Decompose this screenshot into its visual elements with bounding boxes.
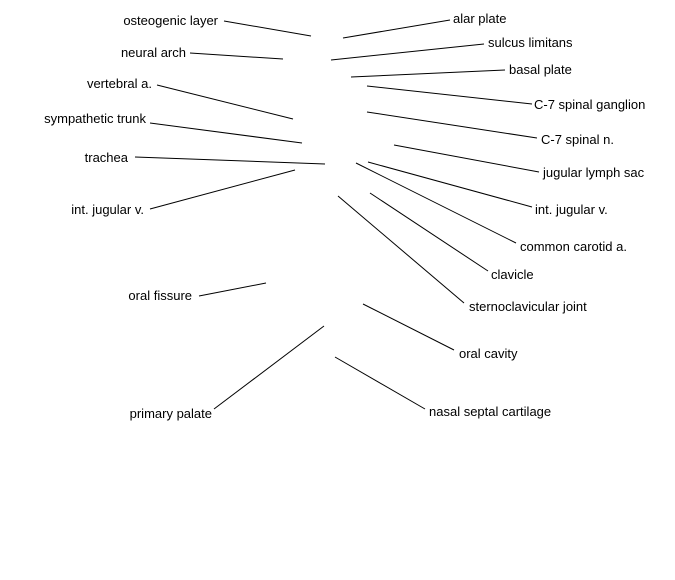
leader-jugular-lymph-sac — [393, 144, 540, 173]
leader-primary-palate — [213, 325, 325, 410]
label-sympathetic-trunk: sympathetic trunk — [44, 111, 146, 126]
leader-c7-spinal-ganglion — [366, 85, 533, 105]
leader-int-jugular-v-right — [367, 161, 533, 208]
leader-trachea — [134, 156, 326, 165]
leader-oral-cavity — [362, 303, 455, 351]
label-nasal-septal-cartilage: nasal septal cartilage — [429, 404, 551, 419]
label-trachea: trachea — [85, 150, 129, 165]
label-sternoclavicular-joint: sternoclavicular joint — [469, 299, 587, 314]
label-c7-spinal-ganglion: C-7 spinal ganglion — [534, 97, 645, 112]
leader-sternoclavicular-joint — [337, 195, 465, 304]
label-c7-spinal-n: C-7 spinal n. — [541, 132, 614, 147]
leader-nasal-septal-cartilage — [334, 356, 426, 410]
label-oral-cavity: oral cavity — [459, 346, 518, 361]
label-oral-fissure: oral fissure — [128, 288, 192, 303]
leader-vertebral-a — [156, 84, 294, 120]
labels-right: alar plate sulcus limitans basal plate C… — [429, 11, 645, 419]
label-int-jugular-v-right: int. jugular v. — [535, 202, 608, 217]
label-osteogenic-layer: osteogenic layer — [123, 13, 218, 28]
leader-basal-plate — [350, 69, 506, 78]
label-alar-plate: alar plate — [453, 11, 506, 26]
leader-c7-spinal-n — [366, 111, 538, 139]
leader-neural-arch — [189, 52, 284, 60]
labels-left: osteogenic layer neural arch vertebral a… — [44, 13, 219, 421]
label-neural-arch: neural arch — [121, 45, 186, 60]
label-jugular-lymph-sac: jugular lymph sac — [542, 165, 645, 180]
leader-lines — [134, 19, 540, 410]
leader-sulcus-limitans — [330, 43, 485, 61]
leader-alar-plate — [342, 19, 451, 39]
label-common-carotid-a: common carotid a. — [520, 239, 627, 254]
label-clavicle: clavicle — [491, 267, 534, 282]
leader-clavicle — [369, 192, 489, 272]
label-basal-plate: basal plate — [509, 62, 572, 77]
leader-int-jugular-v-left — [149, 169, 296, 210]
label-sulcus-limitans: sulcus limitans — [488, 35, 573, 50]
leader-common-carotid-a — [355, 162, 517, 244]
leader-oral-fissure — [198, 282, 267, 297]
label-vertebral-a: vertebral a. — [87, 76, 152, 91]
label-primary-palate: primary palate — [130, 406, 212, 421]
leader-osteogenic-layer — [223, 20, 312, 37]
label-int-jugular-v-left: int. jugular v. — [71, 202, 144, 217]
leader-sympathetic-trunk — [149, 122, 303, 144]
